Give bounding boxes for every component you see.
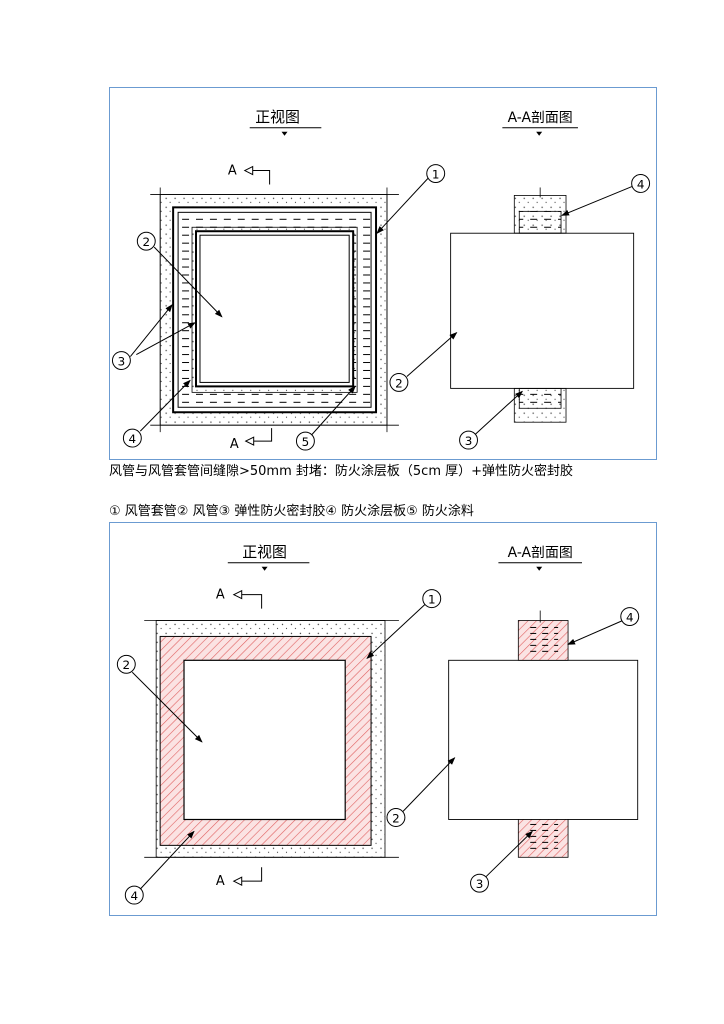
section-view	[450, 187, 635, 423]
legend-components: ① 风管套管② 风管③ 弹性防火密封胶④ 防火涂层板⑤ 防火涂料	[109, 504, 474, 519]
callout-1: 1	[422, 589, 442, 609]
section-view-title: A-A剖面图	[508, 110, 573, 126]
front-view-title: 正视图	[242, 543, 287, 561]
svg-text:A: A	[228, 164, 237, 179]
callout-section-3: 3	[459, 430, 478, 450]
caption-gap-sealing: 风管与风管套管间缝隙>50mm 封堵：防火涂层板（5cm 厚）+弹性防火密封胶	[109, 464, 574, 479]
callout-2: 2	[136, 231, 156, 251]
svg-text:A: A	[216, 874, 225, 889]
air-duct	[183, 659, 346, 821]
callout-5: 5	[295, 431, 315, 451]
section-mark-bottom: A	[216, 867, 263, 889]
svg-text:4: 4	[626, 610, 634, 624]
figure-2: 正视图 A-A剖面图 A A 1 2 4 4 2	[109, 522, 657, 916]
svg-text:1: 1	[432, 168, 440, 182]
callout-section-4: 4	[631, 174, 651, 193]
callout-4: 4	[124, 885, 144, 905]
svg-text:4: 4	[129, 432, 137, 446]
svg-text:3: 3	[465, 434, 473, 448]
svg-text:3: 3	[476, 877, 484, 891]
svg-text:2: 2	[142, 235, 150, 249]
callout-section-4: 4	[620, 607, 640, 626]
section-view-title: A-A剖面图	[508, 545, 573, 561]
section-mark-top: A	[216, 588, 263, 609]
section-view	[448, 610, 639, 858]
front-view-title: 正视图	[255, 108, 300, 126]
section-mark-top: A	[228, 164, 271, 185]
callout-3: 3	[111, 351, 131, 370]
svg-text:4: 4	[130, 889, 138, 903]
callout-4: 4	[122, 428, 142, 448]
callout-1: 1	[426, 164, 446, 183]
svg-text:2: 2	[123, 658, 131, 672]
callout-section-2: 2	[386, 808, 406, 827]
svg-text:3: 3	[118, 355, 126, 369]
svg-text:A: A	[216, 588, 225, 603]
svg-text:2: 2	[395, 376, 403, 390]
svg-text:1: 1	[428, 593, 436, 607]
section-mark-bottom: A	[230, 428, 273, 452]
svg-text:4: 4	[637, 177, 645, 191]
callout-section-2: 2	[389, 372, 409, 392]
figure-1: 正视图 A-A剖面图 A A	[109, 87, 657, 460]
callout-2: 2	[116, 654, 136, 674]
svg-text:A: A	[230, 437, 239, 452]
callout-section-3: 3	[470, 873, 489, 893]
svg-text:2: 2	[392, 811, 400, 825]
svg-text:5: 5	[302, 435, 310, 449]
